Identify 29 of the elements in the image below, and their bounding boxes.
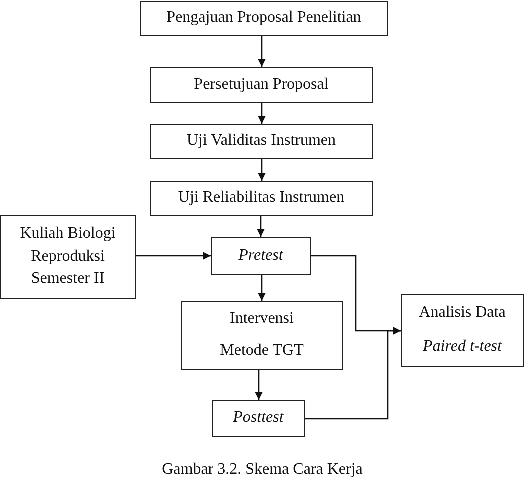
arrow — [258, 159, 266, 181]
box-label: Persetujuan Proposal — [194, 74, 329, 95]
box-label: Metode TGT — [220, 340, 304, 361]
process-box — [212, 400, 305, 437]
process-box — [0, 215, 136, 299]
box-label: Posttest — [233, 408, 284, 428]
arrow — [257, 216, 265, 237]
arrow — [136, 252, 211, 260]
process-box — [211, 237, 311, 275]
process-box — [401, 294, 524, 367]
arrow — [255, 370, 263, 400]
arrow — [258, 275, 266, 301]
box-label: Paired t-test — [423, 336, 502, 357]
arrow — [258, 103, 266, 124]
arrow — [258, 36, 266, 67]
box-label: Uji Validitas Instrumen — [186, 131, 336, 152]
box-label: Analisis Data — [419, 303, 506, 324]
box-label: Uji Reliabilitas Instrumen — [178, 188, 345, 208]
box-label: Intervensi — [230, 309, 294, 330]
figure-caption: Gambar 3.2. Skema Cara Kerja — [162, 461, 363, 479]
process-box — [140, 1, 388, 36]
process-box — [150, 67, 373, 103]
box-label: Kuliah Biologi Reproduksi Semester II — [19, 224, 117, 290]
process-box — [150, 181, 373, 216]
box-label: Pengajuan Proposal Penelitian — [166, 8, 362, 28]
arrow — [305, 327, 401, 420]
process-box — [181, 301, 343, 370]
process-box — [150, 124, 373, 159]
box-label: Pretest — [238, 246, 284, 266]
